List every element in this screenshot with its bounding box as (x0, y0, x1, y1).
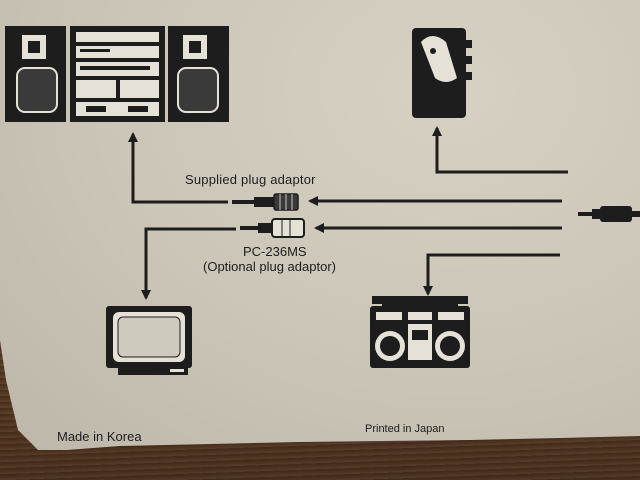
stereo-system-icon (5, 26, 229, 122)
portable-cassette-player-icon (412, 28, 472, 118)
mini-plug-icon (578, 206, 640, 222)
television-icon (106, 306, 192, 375)
arrow-to-cassette-player (432, 126, 568, 174)
made-in-label: Made in Korea (57, 429, 142, 444)
optional-plug-adaptor-label: (Optional plug adaptor) (203, 259, 336, 274)
arrow-to-stereo-system (128, 132, 228, 204)
optional-plug-adaptor-icon (240, 218, 305, 238)
arrow-to-boombox (423, 253, 560, 296)
boombox-icon (370, 296, 470, 368)
supplied-plug-adaptor-icon (232, 193, 299, 211)
supplied-plug-adaptor-label: Supplied plug adaptor (185, 172, 316, 187)
model-number-label: PC-236MS (243, 244, 307, 259)
arrow-to-television (141, 227, 236, 300)
printed-in-label: Printed in Japan (365, 423, 445, 435)
